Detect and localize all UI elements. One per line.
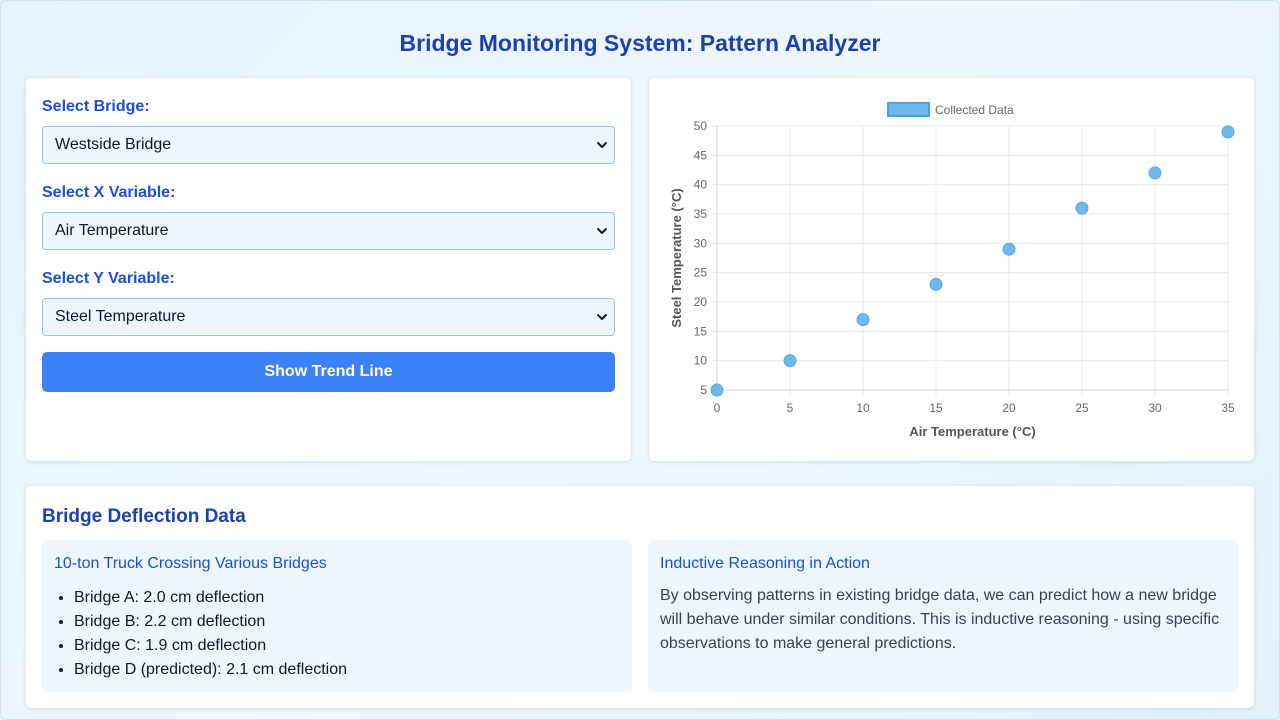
x-tick-label: 30 bbox=[1148, 401, 1162, 415]
legend-swatch bbox=[887, 102, 930, 117]
section-title: Bridge Deflection Data bbox=[42, 506, 246, 527]
chevron-down-icon bbox=[597, 314, 607, 320]
list-item: Bridge A: 2.0 cm deflection bbox=[74, 586, 347, 610]
x-tick-label: 5 bbox=[787, 401, 794, 415]
y-tick-label: 35 bbox=[694, 207, 708, 221]
legend-label: Collected Data bbox=[935, 103, 1014, 117]
page-title: Bridge Monitoring System: Pattern Analyz… bbox=[399, 30, 881, 56]
reasoning-panel-title: Inductive Reasoning in Action bbox=[660, 555, 870, 572]
x-tick-label: 0 bbox=[714, 401, 721, 415]
y-tick-label: 20 bbox=[694, 295, 708, 309]
x-variable-value: Air Temperature bbox=[55, 222, 169, 239]
data-point bbox=[929, 277, 943, 291]
x-variable-label: Select X Variable: bbox=[42, 184, 176, 201]
list-item: Bridge D (predicted): 2.1 cm deflection bbox=[74, 658, 347, 682]
y-tick-label: 5 bbox=[700, 383, 707, 397]
x-tick-label: 25 bbox=[1075, 401, 1089, 415]
data-point bbox=[1002, 242, 1016, 256]
data-point bbox=[1148, 166, 1162, 180]
y-tick-label: 30 bbox=[694, 236, 708, 250]
truck-panel-title: 10-ton Truck Crossing Various Bridges bbox=[54, 555, 327, 572]
bridge-select-label: Select Bridge: bbox=[42, 98, 150, 115]
x-axis-label: Air Temperature (°C) bbox=[909, 424, 1035, 439]
x-tick-label: 35 bbox=[1221, 401, 1235, 415]
chevron-down-icon bbox=[597, 142, 607, 148]
y-tick-label: 10 bbox=[694, 354, 708, 368]
deflection-list: Bridge A: 2.0 cm deflection Bridge B: 2.… bbox=[74, 586, 347, 682]
data-point bbox=[1221, 125, 1235, 139]
x-tick-label: 10 bbox=[856, 401, 870, 415]
x-tick-label: 15 bbox=[929, 401, 943, 415]
list-item: Bridge C: 1.9 cm deflection bbox=[74, 634, 347, 658]
y-tick-label: 15 bbox=[694, 324, 708, 338]
y-tick-label: 25 bbox=[694, 266, 708, 280]
list-item: Bridge B: 2.2 cm deflection bbox=[74, 610, 347, 634]
reasoning-panel: Inductive Reasoning in Action By observi… bbox=[648, 540, 1238, 692]
bridge-select[interactable]: Westside Bridge bbox=[42, 126, 615, 164]
data-point bbox=[783, 354, 797, 368]
data-point bbox=[1075, 201, 1089, 215]
y-tick-label: 50 bbox=[694, 119, 708, 133]
truck-panel: 10-ton Truck Crossing Various Bridges Br… bbox=[42, 540, 632, 692]
y-variable-select[interactable]: Steel Temperature bbox=[42, 298, 615, 336]
y-tick-label: 40 bbox=[694, 178, 708, 192]
reasoning-text: By observing patterns in existing bridge… bbox=[660, 587, 1220, 652]
deflection-section: Bridge Deflection Data 10-ton Truck Cros… bbox=[26, 486, 1254, 708]
y-axis-label: Steel Temperature (°C) bbox=[669, 188, 684, 327]
y-tick-label: 45 bbox=[694, 148, 708, 162]
controls-card: Select Bridge: Westside Bridge Select X … bbox=[26, 78, 631, 461]
show-trend-line-button[interactable]: Show Trend Line bbox=[42, 352, 615, 392]
data-point bbox=[856, 313, 870, 327]
x-variable-select[interactable]: Air Temperature bbox=[42, 212, 615, 250]
x-tick-label: 20 bbox=[1002, 401, 1016, 415]
bridge-select-value: Westside Bridge bbox=[55, 136, 172, 153]
chevron-down-icon bbox=[597, 228, 607, 234]
y-variable-label: Select Y Variable: bbox=[42, 270, 175, 287]
data-point bbox=[710, 383, 724, 397]
y-variable-value: Steel Temperature bbox=[55, 308, 186, 325]
